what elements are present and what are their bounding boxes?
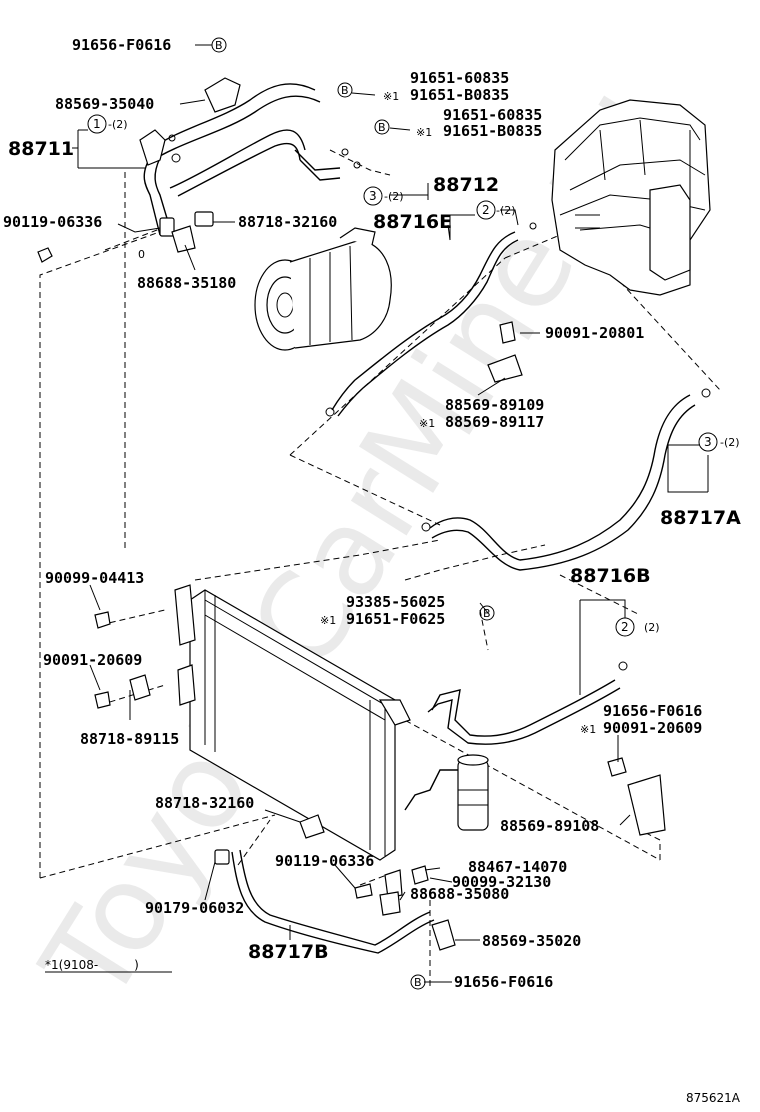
- circle-3: 3: [369, 189, 377, 203]
- circle-2: 2: [621, 620, 629, 634]
- marker-zero: 0: [138, 248, 145, 261]
- label-88717a: 88717A: [660, 507, 741, 529]
- circle-3: 3: [704, 435, 712, 449]
- label-91651-60835-a: 91651-60835: [410, 69, 509, 87]
- evaporator-unit: [551, 99, 711, 296]
- label-88716e: 88716E: [373, 211, 452, 233]
- qty-2: -(2): [108, 118, 128, 131]
- bracket-88569-35040: [204, 77, 241, 113]
- marker-star1: ※1: [580, 723, 596, 736]
- marker-star1: ※1: [419, 417, 435, 430]
- circle-1: 1: [93, 117, 101, 131]
- hose-88717a: [429, 394, 696, 571]
- marker-b: B: [341, 84, 349, 97]
- label-88569-89109: 88569-89109: [445, 396, 544, 414]
- label-90179-06032: 90179-06032: [145, 899, 244, 917]
- receiver-dryer: [404, 754, 489, 831]
- marker-b: B: [414, 976, 422, 989]
- marker-b: B: [215, 39, 223, 52]
- qty-2: -(2): [720, 436, 740, 449]
- label-91656-f0616-top: 91656-F0616: [72, 36, 171, 54]
- hose-88716e: [331, 231, 519, 417]
- label-90099-04413: 90099-04413: [45, 569, 144, 587]
- label-88569-35040: 88569-35040: [55, 95, 154, 113]
- pipe-88717b: [231, 849, 435, 954]
- label-91651-b0835-a: 91651-B0835: [410, 86, 509, 104]
- label-91651-f0625: 91651-F0625: [346, 610, 445, 628]
- qty-2-paren: (2): [644, 621, 660, 634]
- label-90099-32130: 90099-32130: [452, 873, 551, 891]
- label-88716b: 88716B: [570, 565, 651, 587]
- label-90119-06336-bottom: 90119-06336: [275, 852, 374, 870]
- label-88712: 88712: [433, 174, 499, 196]
- markers: B B ※1 B ※1 1 -(2) 3 -(2) 2 -(2) 0 ※1 3 …: [87, 37, 740, 990]
- label-93385-56025: 93385-56025: [346, 593, 445, 611]
- label-91651-60835-b: 91651-60835: [443, 106, 542, 124]
- qty-2: -(2): [496, 204, 516, 217]
- footnote-applicability: *1(9108- ): [45, 958, 139, 972]
- marker-b: B: [378, 121, 386, 134]
- label-90119-06336-top: 90119-06336: [3, 213, 102, 231]
- label-91656-f0616-bottom: 91656-F0616: [454, 973, 553, 991]
- fittings: [37, 77, 711, 951]
- pipe-88716b: [427, 679, 621, 745]
- figure-code: 875621A: [686, 1091, 741, 1105]
- label-88717b: 88717B: [248, 941, 329, 963]
- marker-star1: ※1: [383, 90, 399, 103]
- label-88688-35080: 88688-35080: [410, 885, 509, 903]
- label-88467-14070: 88467-14070: [468, 858, 567, 876]
- label-90091-20609-right: 90091-20609: [603, 719, 702, 737]
- label-88569-89108: 88569-89108: [500, 817, 599, 835]
- label-88711: 88711: [8, 138, 74, 160]
- qty-2: -(2): [384, 190, 404, 203]
- label-88569-89117: 88569-89117: [445, 413, 544, 431]
- label-88718-32160-bottom: 88718-32160: [155, 794, 254, 812]
- leader-lines: [72, 44, 709, 983]
- condenser: [174, 584, 411, 861]
- label-88569-35020: 88569-35020: [482, 932, 581, 950]
- compressor: [254, 227, 392, 351]
- marker-star1: ※1: [320, 614, 336, 627]
- circle-2: 2: [482, 203, 490, 217]
- label-88718-89115: 88718-89115: [80, 730, 179, 748]
- label-91656-f0616-right: 91656-F0616: [603, 702, 702, 720]
- part-labels: 91656-F0616 88569-35040 88711 91651-6083…: [3, 36, 741, 991]
- label-88718-32160-top: 88718-32160: [238, 213, 337, 231]
- label-91651-b0835-b: 91651-B0835: [443, 122, 542, 140]
- marker-b: B: [483, 607, 491, 620]
- label-88688-35180: 88688-35180: [137, 274, 236, 292]
- label-90091-20801: 90091-20801: [545, 324, 644, 342]
- pipe-88711: [143, 83, 341, 236]
- marker-star1: ※1: [416, 126, 432, 139]
- label-90091-20609-left: 90091-20609: [43, 651, 142, 669]
